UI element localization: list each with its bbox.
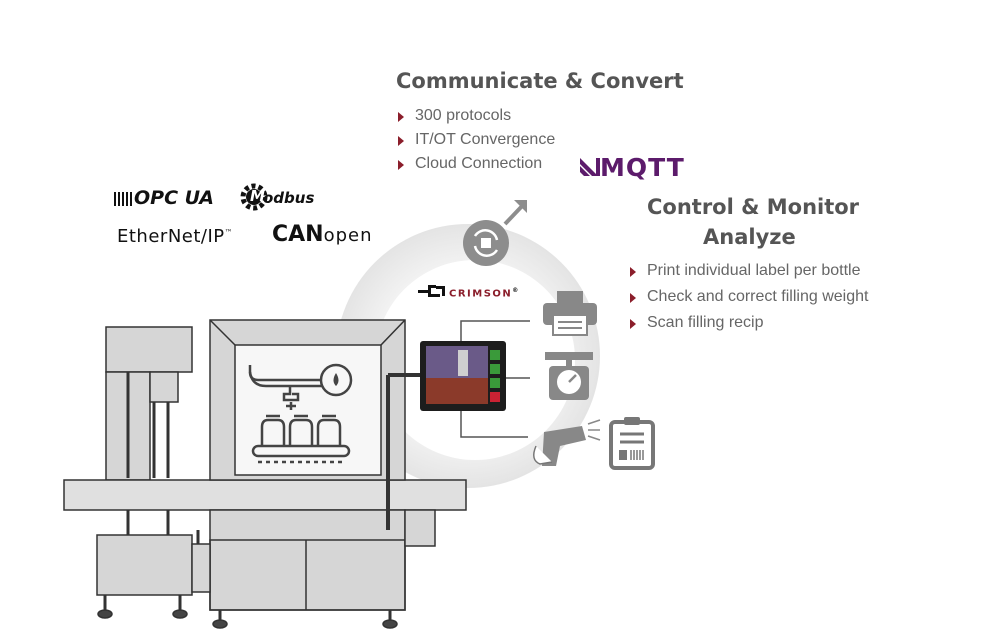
modbus-logo-m: M <box>250 187 265 205</box>
crimson-hmi-panel <box>420 341 506 411</box>
main-base <box>209 509 406 611</box>
left-tower-head <box>105 326 193 373</box>
ethernetip-logo: EtherNet/IP™ <box>117 226 234 247</box>
mqtt-icon <box>580 158 600 176</box>
bullet-arrow-icon <box>630 293 636 303</box>
opcua-stripes <box>114 192 132 206</box>
printer-icon <box>543 291 597 336</box>
modbus-logo: odbus <box>263 189 315 207</box>
sync-arrow-icon <box>463 200 527 266</box>
communicate-list: 300 protocols IT/OT Convergence Cloud Co… <box>397 104 555 176</box>
mqtt-logo: MQTT <box>600 153 685 182</box>
filling-illustration <box>248 363 353 464</box>
conveyor-table <box>63 479 467 511</box>
crimson-logo: CRIMSON® <box>449 287 520 300</box>
bullet-arrow-icon <box>398 112 404 122</box>
list-item: Cloud Connection <box>397 152 555 176</box>
list-item: Scan filling recip <box>629 311 868 335</box>
filling-machine <box>63 319 467 629</box>
drop-icon <box>319 363 353 397</box>
control-list: Print individual label per bottle Check … <box>629 259 868 335</box>
clipboard-barcode-icon <box>609 417 655 470</box>
bullet-arrow-icon <box>398 160 404 170</box>
control-heading-line2: Analyze <box>703 225 796 249</box>
list-item: Check and correct filling weight <box>629 285 868 309</box>
modbus-gear-icon <box>240 183 268 211</box>
scale-icon <box>545 352 593 400</box>
crimson-logo-mark <box>418 285 445 297</box>
communicate-heading: Communicate & Convert <box>396 69 684 93</box>
barcode-scanner-icon <box>533 419 601 466</box>
bullet-arrow-icon <box>630 267 636 277</box>
left-base <box>96 534 193 596</box>
opcua-logo: OPC UA <box>134 187 214 209</box>
canopen-logo: CANopen <box>272 222 373 247</box>
cabinet-window <box>234 344 382 476</box>
list-item: Print individual label per bottle <box>629 259 868 283</box>
control-heading-line1: Control & Monitor <box>647 195 860 219</box>
bullet-arrow-icon <box>398 136 404 146</box>
list-item: 300 protocols <box>397 104 555 128</box>
bullet-arrow-icon <box>630 319 636 329</box>
list-item: IT/OT Convergence <box>397 128 555 152</box>
